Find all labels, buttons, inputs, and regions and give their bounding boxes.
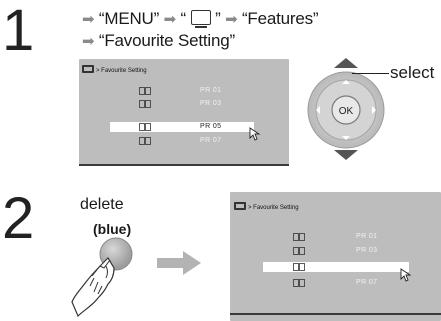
right-arrow-icon: ➡ (82, 33, 95, 50)
features-label: “Features” (241, 9, 319, 28)
ok-label: OK (339, 106, 354, 117)
channel-row[interactable]: PR 03 (79, 99, 289, 109)
screen-1-header: > Favourite Setting (82, 65, 147, 74)
cursor-pointer-icon (249, 127, 261, 141)
channel-label: PR 01 (200, 87, 222, 94)
favourite-book-icon (293, 233, 305, 241)
channel-row[interactable]: PR 07 (230, 278, 441, 288)
screen-2-bottom-border (230, 313, 441, 315)
up-arrow-icon (334, 58, 358, 68)
right-arrow-icon: ➡ (225, 11, 238, 28)
hand-pressing-button-icon (71, 237, 133, 318)
right-arrow-icon: ➡ (82, 11, 95, 28)
step-2-number: 2 (2, 186, 35, 251)
channel-row-selected[interactable]: PR 05 (110, 122, 254, 132)
screen-2-title: > Favourite Setting (248, 205, 299, 211)
select-label: select (390, 63, 435, 82)
favourite-book-icon (293, 247, 305, 255)
step-1-instruction-line-2: ➡ “Favourite Setting” (82, 31, 235, 51)
favourite-book-icon (139, 123, 151, 131)
icon-quote-open: “ (180, 9, 187, 28)
channel-label: PR 07 (356, 279, 378, 286)
favourite-book-icon (293, 263, 305, 271)
step-1-number: 1 (2, 0, 35, 63)
tv-screen-2: > Favourite Setting PR 01 PR 03 PR 07 (230, 192, 441, 321)
favourite-book-icon (139, 100, 151, 108)
tv-menu-icon (82, 65, 94, 73)
dpad-remote-icon: OK (307, 58, 385, 160)
favourite-book-icon (139, 87, 151, 95)
channel-label: PR 03 (200, 100, 222, 107)
channel-label: PR 05 (200, 123, 222, 130)
channel-row[interactable]: PR 07 (79, 136, 289, 146)
screen-2-header: > Favourite Setting (234, 202, 299, 211)
favourite-book-icon (139, 137, 151, 145)
tv-menu-icon (190, 10, 211, 28)
blue-label: (blue) (93, 221, 132, 237)
screen-1-bottom-border (79, 164, 289, 166)
screen-1-title: > Favourite Setting (96, 68, 147, 74)
channel-row[interactable]: PR 01 (79, 86, 289, 96)
down-arrow-icon (334, 150, 358, 160)
cursor-pointer-icon (400, 268, 412, 282)
right-arrow-icon: ➡ (163, 11, 177, 28)
channel-row[interactable]: PR 03 (230, 246, 441, 256)
channel-label: PR 07 (200, 137, 222, 144)
favourite-setting-label: “Favourite Setting” (98, 31, 235, 50)
channel-label: PR 03 (356, 247, 378, 254)
tv-screen-1: > Favourite Setting PR 01 PR 03 PR 05 PR… (79, 59, 289, 166)
tv-menu-icon (234, 202, 246, 210)
icon-quote-close: ” (215, 9, 221, 28)
select-pointer-line (352, 73, 389, 74)
favourite-book-icon (293, 279, 305, 287)
channel-row[interactable]: PR 01 (230, 232, 441, 242)
channel-row-selected[interactable] (263, 262, 409, 272)
right-arrow-icon (157, 251, 201, 275)
channel-label: PR 01 (356, 233, 378, 240)
menu-label: “MENU” (98, 9, 160, 28)
delete-label: delete (80, 196, 124, 213)
step-1-instruction-line-1: ➡ “MENU” ➡ “ ” ➡ “Features” (82, 9, 319, 29)
